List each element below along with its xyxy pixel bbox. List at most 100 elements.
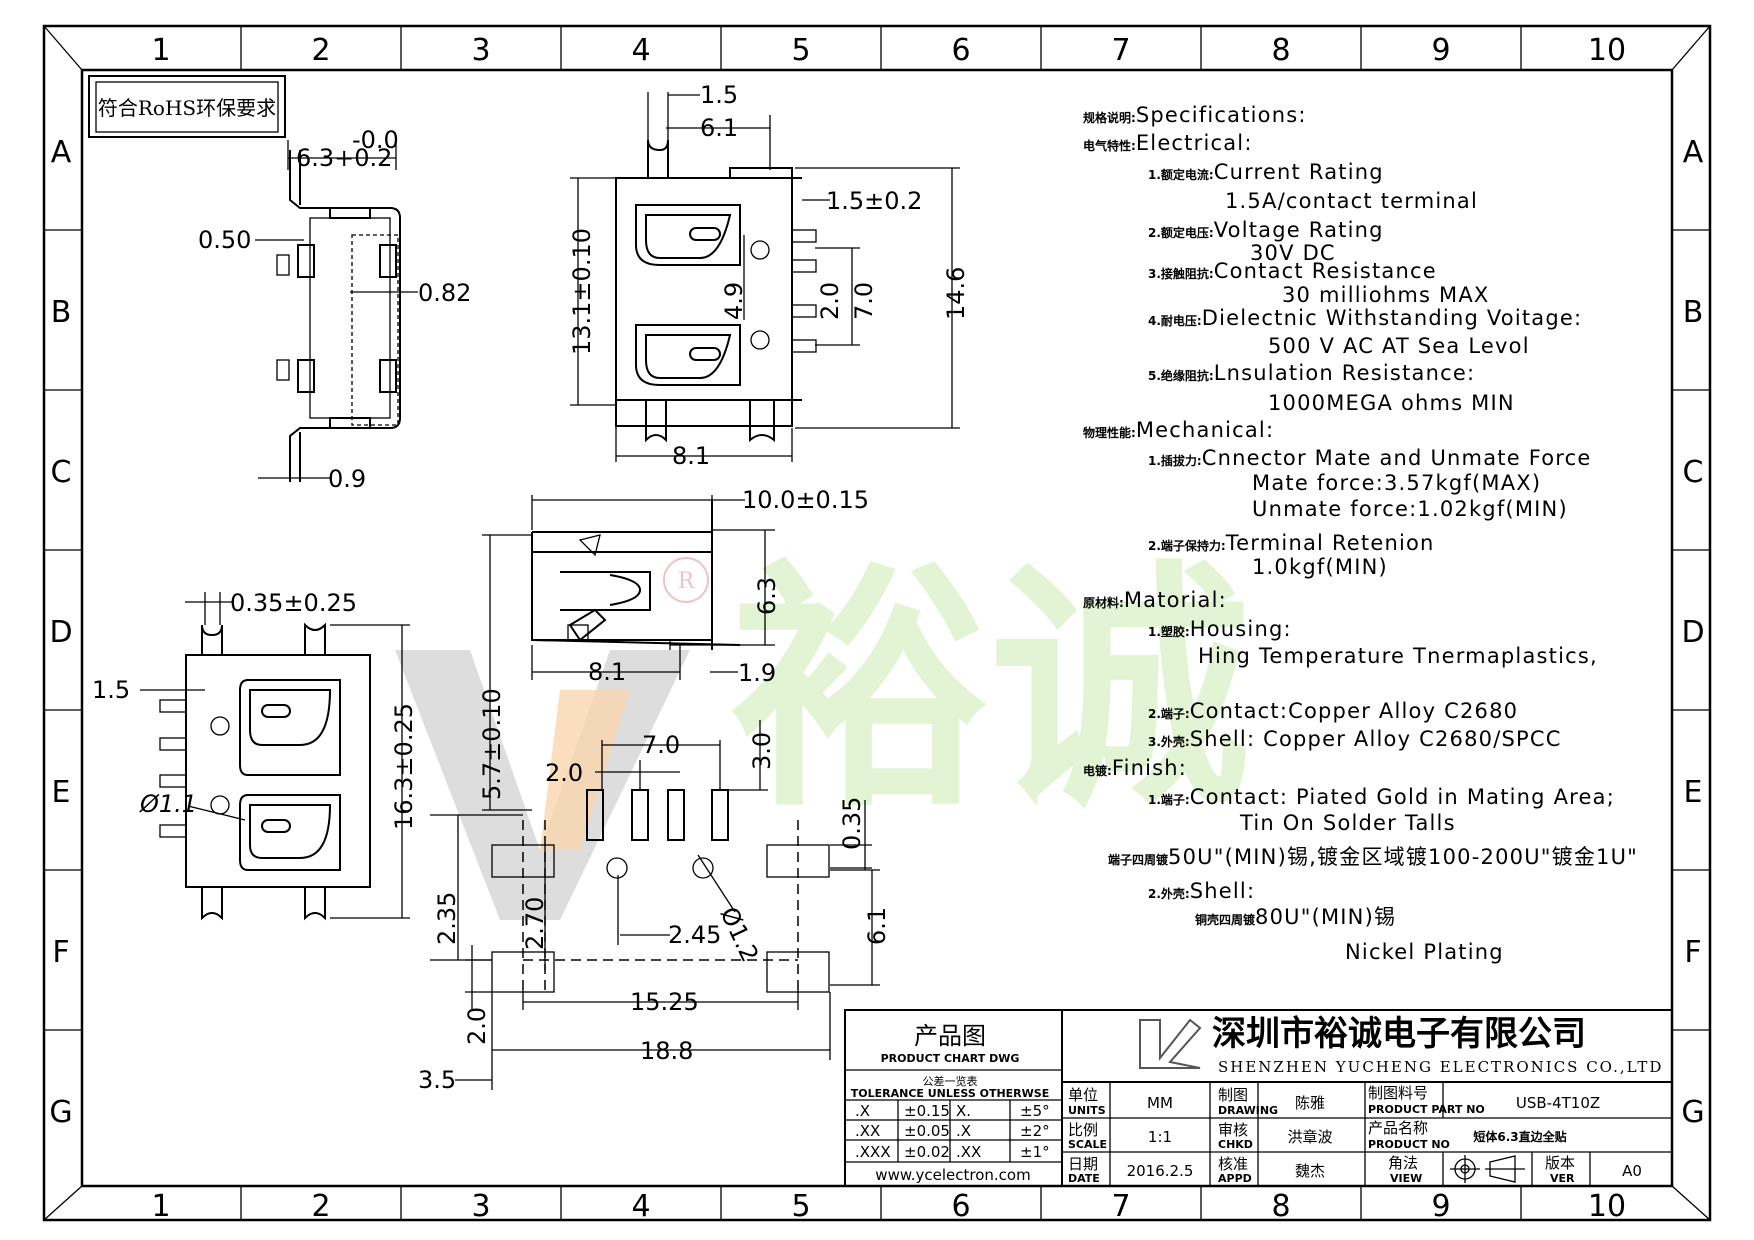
top-view [531, 500, 741, 650]
svg-text:Nickel Plating: Nickel Plating [1345, 940, 1504, 964]
dim-front-14-6: 14.6 [942, 267, 970, 320]
svg-text:6: 6 [951, 33, 970, 68]
dim-fp-2-35: 2.35 [433, 892, 461, 945]
svg-text:8: 8 [1271, 33, 1290, 68]
svg-text:30 milliohms MAX: 30 milliohms MAX [1282, 283, 1490, 307]
svg-text:±2°: ±2° [1020, 1122, 1050, 1140]
svg-text:1.端子:Contact: Piated Gold i: 1.端子:Contact: Piated Gold in Mating Area… [1148, 785, 1615, 809]
svg-text:物理性能:Mechanical:: 物理性能:Mechanical: [1083, 418, 1274, 442]
dim-fp-6-1: 6.1 [863, 907, 891, 945]
svg-text:.X: .X [956, 1122, 971, 1140]
side-view-dimensions: -0.0 6.3+0.2 0.50 0.82 0.9 [198, 126, 471, 493]
svg-text:VIEW: VIEW [1390, 1172, 1422, 1185]
specifications: 规格说明:Specifications: 电气特性:Electrical: 1.… [1083, 103, 1638, 964]
svg-text:公差一览表: 公差一览表 [923, 1074, 978, 1088]
svg-text:1.额定电流:Current Rating: 1.额定电流:Current Rating [1148, 160, 1384, 184]
svg-text:C: C [1683, 455, 1704, 490]
dim-front-7-0: 7.0 [850, 282, 878, 320]
footprint-dimensions: 7.0 2.0 3.0 0.35 2.35 2.70 2.45 Ø1.2 6.1… [418, 720, 891, 1094]
dim-fp-2-45: 2.45 [668, 921, 721, 949]
watermark: 裕诚 R [395, 540, 1250, 920]
dim-fp-18-8: 18.8 [640, 1037, 693, 1065]
svg-text:UNITS: UNITS [1068, 1104, 1106, 1117]
svg-text:F: F [52, 935, 69, 970]
svg-text:规格说明:Specifications:: 规格说明:Specifications: [1083, 103, 1307, 127]
svg-text:2: 2 [311, 1189, 330, 1224]
svg-text:2.端子保持力:Terminal Retenion: 2.端子保持力:Terminal Retenion [1148, 531, 1435, 555]
dim-side-tol: -0.0 [352, 126, 399, 154]
svg-text:5: 5 [791, 1189, 810, 1224]
svg-text:PRODUCT NO: PRODUCT NO [1368, 1138, 1450, 1151]
svg-text:审核: 审核 [1218, 1121, 1248, 1139]
svg-text:D: D [49, 615, 72, 650]
svg-text:2.外壳:Shell:: 2.外壳:Shell: [1148, 879, 1255, 903]
bottom-view-dimensions: 0.35±0.25 1.5 Ø1.1 16.3±0.25 [92, 589, 418, 919]
svg-text:DATE: DATE [1068, 1172, 1100, 1185]
dim-fp-2-70: 2.70 [521, 897, 549, 950]
svg-text:4: 4 [631, 33, 650, 68]
svg-text:2.端子:Contact:Copper Alloy C2: 2.端子:Contact:Copper Alloy C2680 [1148, 699, 1518, 723]
svg-text:5.绝缘阻抗:Lnsulation Resistance:: 5.绝缘阻抗:Lnsulation Resistance: [1148, 361, 1475, 385]
svg-text:符合RoHS环保要求: 符合RoHS环保要求 [98, 96, 276, 120]
svg-text:500 V AC AT Sea Levol: 500 V AC AT Sea Levol [1268, 334, 1530, 358]
svg-text:魏杰: 魏杰 [1295, 1162, 1325, 1180]
svg-text:.XX: .XX [956, 1143, 981, 1161]
svg-text:APPD: APPD [1218, 1172, 1252, 1185]
dim-front-1-5: 1.5 [700, 81, 738, 109]
dim-fp-2-0b: 2.0 [463, 1007, 491, 1045]
svg-text:单位: 单位 [1068, 1086, 1098, 1104]
side-view [276, 140, 401, 482]
part-number: USB-4T10Z [1516, 1094, 1600, 1112]
dim-bottom-hole: Ø1.1 [139, 790, 197, 818]
dim-side-0-9: 0.9 [328, 465, 366, 493]
dim-fp-0-35: 0.35 [838, 797, 866, 850]
zone-row-labels-right: A B C D E F G [1681, 135, 1704, 1130]
dim-bottom-16-3: 16.3±0.25 [390, 703, 418, 830]
svg-text:端子四周镀50U"(MIN)锡,镀金区域镀100-200U": 端子四周镀50U"(MIN)锡,镀金区域镀100-200U"镀金1U" [1108, 845, 1638, 869]
svg-text:10: 10 [1588, 33, 1626, 68]
dim-fp-3-5: 3.5 [418, 1066, 456, 1094]
dim-front-8-1: 8.1 [672, 442, 710, 470]
svg-text:原材料:Matorial:: 原材料:Matorial: [1083, 588, 1227, 612]
svg-text:CHKD: CHKD [1218, 1138, 1253, 1151]
svg-text:1.5A/contact terminal: 1.5A/contact terminal [1225, 189, 1478, 213]
dim-top-10-0: 10.0±0.15 [742, 486, 869, 514]
svg-text:1.插拔力:Cnnector Mate and Unm: 1.插拔力:Cnnector Mate and Unmate Force [1148, 446, 1592, 470]
svg-text:A: A [1683, 135, 1704, 170]
svg-text:±0.05: ±0.05 [904, 1122, 950, 1140]
svg-text:日期: 日期 [1068, 1155, 1098, 1173]
company-logo-icon [1139, 1018, 1202, 1069]
svg-text:TOLERANCE UNLESS OTHERWSE: TOLERANCE UNLESS OTHERWSE [851, 1087, 1049, 1100]
zone-row-labels-left: A B C D E F G [49, 135, 72, 1130]
svg-text:DRAWING: DRAWING [1218, 1104, 1278, 1117]
svg-text:1.0kgf(MIN): 1.0kgf(MIN) [1252, 555, 1388, 579]
dim-fp-hole: Ø1.2 [715, 903, 764, 967]
svg-text:D: D [1681, 615, 1704, 650]
dim-side-0-50: 0.50 [198, 226, 251, 254]
svg-text:3: 3 [471, 1189, 490, 1224]
front-view [615, 139, 817, 443]
dim-fp-2-0: 2.0 [545, 759, 583, 787]
svg-text:PRODUCT CHART DWG: PRODUCT CHART DWG [881, 1052, 1020, 1065]
watermark-text: 裕诚 [730, 540, 1250, 842]
svg-text:G: G [1681, 1095, 1704, 1130]
svg-text:B: B [1683, 295, 1704, 330]
svg-text:洪章波: 洪章波 [1287, 1128, 1332, 1146]
svg-text:Tin On Solder Talls: Tin On Solder Talls [1239, 811, 1456, 835]
product-name: 短体6.3直边全贴 [1473, 1129, 1566, 1144]
dim-side-6-3: 6.3+0.2 [296, 144, 392, 172]
svg-text:产品名称: 产品名称 [1368, 1119, 1428, 1137]
svg-text:±5°: ±5° [1020, 1102, 1050, 1120]
bottom-view [159, 622, 371, 921]
version-value: A0 [1622, 1162, 1642, 1180]
dim-fp-3-0: 3.0 [748, 732, 776, 770]
zone-column-labels-top: 1 2 3 4 5 6 7 8 9 10 [151, 33, 1626, 68]
svg-text:.XX: .XX [855, 1122, 880, 1140]
svg-text:±0.02: ±0.02 [904, 1143, 950, 1161]
outer-border [42, 24, 1712, 1222]
svg-text:G: G [49, 1095, 72, 1130]
dim-side-0-82: 0.82 [418, 279, 471, 307]
svg-text:30V DC: 30V DC [1250, 241, 1336, 265]
svg-text:电镀:Finish:: 电镀:Finish: [1083, 756, 1187, 780]
